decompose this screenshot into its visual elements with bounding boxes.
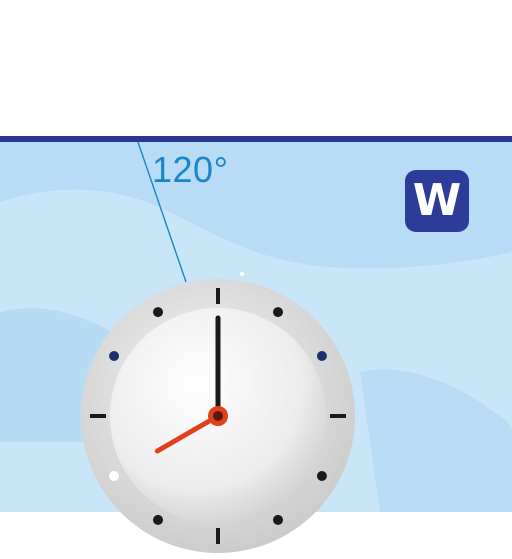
- clock-center-pin: [213, 411, 223, 421]
- clock-face-svg: [81, 279, 355, 553]
- hour-dot-11: [153, 307, 163, 318]
- page-top-area: [0, 0, 512, 137]
- hour-dot-7: [153, 514, 163, 525]
- meridian-label: 120°: [152, 149, 229, 190]
- hour-hand: [154, 413, 221, 454]
- map-shade-east: [360, 369, 512, 512]
- hour-dot-4: [316, 471, 327, 481]
- logo-letter: W: [412, 175, 462, 226]
- hour-dot-2: [316, 351, 327, 361]
- meridian-line: [137, 142, 187, 283]
- w-logo-icon[interactable]: W: [405, 170, 469, 232]
- hour-dot-8: [109, 471, 120, 481]
- map-top-border: [0, 136, 512, 142]
- hour-dot-5: [273, 514, 283, 525]
- map-dot: [240, 272, 244, 276]
- analog-clock-icon: [80, 278, 356, 554]
- hour-dot-1: [273, 307, 283, 318]
- hour-dot-10: [109, 351, 120, 361]
